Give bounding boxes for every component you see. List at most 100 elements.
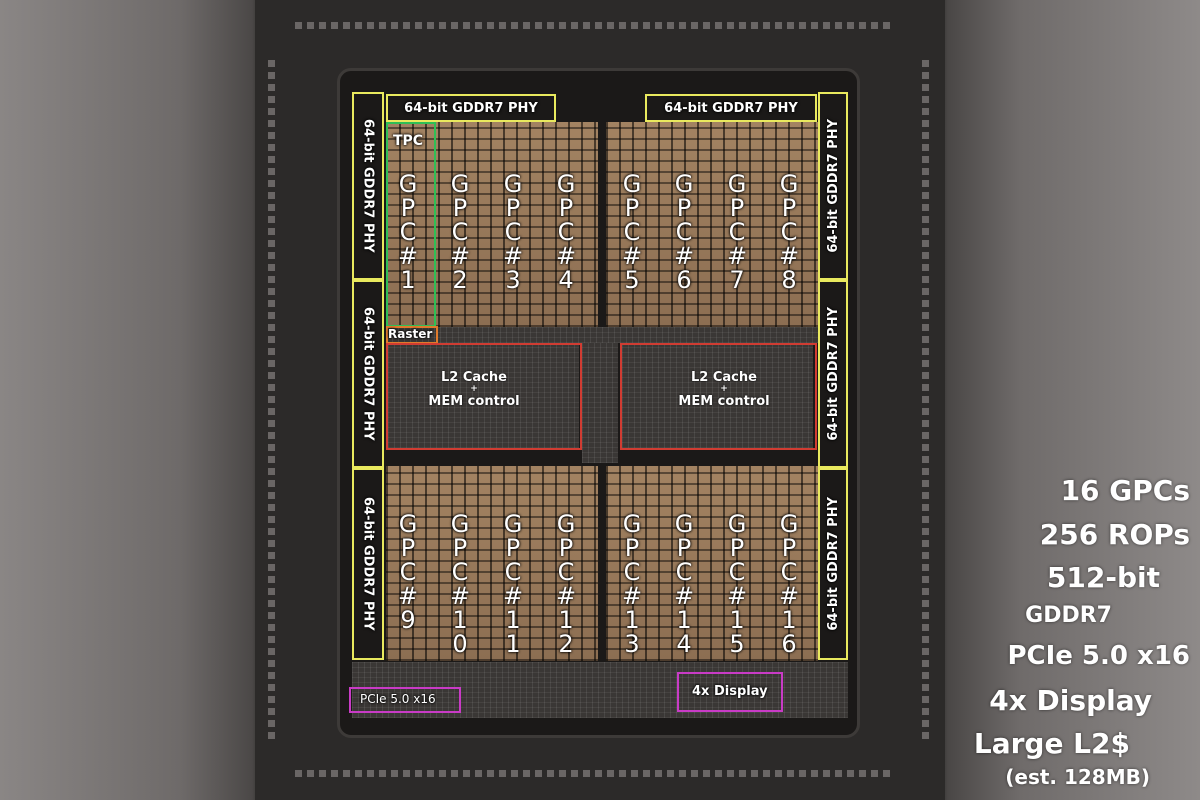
gpc-label-char: # (673, 582, 695, 610)
package-pad (295, 770, 302, 777)
raster-label: Raster (388, 327, 433, 341)
spec-l2-est: (est. 128MB) (1005, 765, 1150, 789)
package-pad (268, 204, 275, 211)
package-pad (415, 22, 422, 29)
gpc-label-char: 3 (505, 266, 521, 294)
gpc-label-char: P (676, 194, 692, 222)
spec-bus: 512-bit (1046, 561, 1160, 594)
gpc-label-char: P (452, 534, 468, 562)
gpc-label-char: C (675, 218, 693, 246)
gpc-label-char: 5 (729, 630, 745, 658)
center-spine (582, 343, 618, 463)
package-pad (268, 288, 275, 295)
gpc-label-char: G (556, 170, 576, 198)
package-pad (403, 22, 410, 29)
package-pad (391, 22, 398, 29)
package-pad (922, 600, 929, 607)
gpc-label-char: C (728, 218, 746, 246)
phy-right-1: 64-bit GDDR7 PHY (818, 92, 848, 280)
package-pad (871, 770, 878, 777)
gpc-label-char: 5 (624, 266, 640, 294)
gpc-label-char: # (726, 242, 748, 270)
package-pad (922, 60, 929, 67)
package-pad (619, 22, 626, 29)
phy-right-3: 64-bit GDDR7 PHY (818, 468, 848, 660)
phy-right-1-label: 64-bit GDDR7 PHY (825, 119, 841, 253)
phy-left-1: 64-bit GDDR7 PHY (352, 92, 384, 280)
package-pad (379, 22, 386, 29)
l2-cache-left (386, 343, 582, 450)
gpc-label-char: # (397, 582, 419, 610)
package-pad (268, 396, 275, 403)
gpc-label-char: 1 (452, 606, 468, 634)
package-pad (655, 770, 662, 777)
gpc-label-char: 9 (400, 606, 416, 634)
gpc-label-char: G (674, 170, 694, 198)
gpc-label-char: P (781, 534, 797, 562)
package-pad (268, 552, 275, 559)
phy-left-3: 64-bit GDDR7 PHY (352, 468, 384, 660)
package-pad (268, 336, 275, 343)
package-pad (268, 672, 275, 679)
gpc-label-char: 2 (558, 630, 574, 658)
package-pad (268, 252, 275, 259)
gpc-label-char: # (449, 242, 471, 270)
package-pad (268, 612, 275, 619)
gpc-label-char: 2 (452, 266, 468, 294)
package-pad (547, 22, 554, 29)
package-pad (883, 22, 890, 29)
package-pad (268, 732, 275, 739)
package-pads-left (268, 60, 275, 739)
package-pad (268, 132, 275, 139)
package-pad (295, 22, 302, 29)
package-pad (268, 216, 275, 223)
package-pad (523, 770, 530, 777)
package-pad (922, 348, 929, 355)
package-pad (922, 696, 929, 703)
gpc-block-bottom-left (386, 466, 598, 661)
package-pad (403, 770, 410, 777)
package-pad (811, 770, 818, 777)
package-pad (268, 108, 275, 115)
package-pad (535, 22, 542, 29)
package-pad (511, 770, 518, 777)
gpc-label-char: C (728, 558, 746, 586)
package-pad (268, 300, 275, 307)
gpc-label-char: C (675, 558, 693, 586)
package-pad (922, 516, 929, 523)
package-pad (268, 228, 275, 235)
package-pad (883, 770, 890, 777)
package-pad (922, 312, 929, 319)
gpc-label-char: C (399, 558, 417, 586)
package-pad (922, 612, 929, 619)
package-pad (922, 156, 929, 163)
package-pad (535, 770, 542, 777)
phy-top-left: 64-bit GDDR7 PHY (386, 94, 556, 122)
package-pad (922, 564, 929, 571)
package-pad (619, 770, 626, 777)
gpc-label-char: # (397, 242, 419, 270)
package-pad (331, 22, 338, 29)
package-pad (583, 770, 590, 777)
gpc-label-char: G (450, 510, 470, 538)
l2-left-plus: + (470, 384, 478, 394)
package-pad (268, 264, 275, 271)
package-pad (799, 770, 806, 777)
package-pad (268, 120, 275, 127)
gpc-label-char: P (400, 534, 416, 562)
gpc-label-char: P (729, 534, 745, 562)
package-pad (922, 252, 929, 259)
package-pad (268, 492, 275, 499)
package-pad (523, 22, 530, 29)
pcie-box (349, 687, 461, 713)
package-pad (922, 276, 929, 283)
package-pad (922, 528, 929, 535)
package-pad (268, 408, 275, 415)
gpc-label-char: C (623, 218, 641, 246)
l2-right-plus: + (720, 384, 728, 394)
